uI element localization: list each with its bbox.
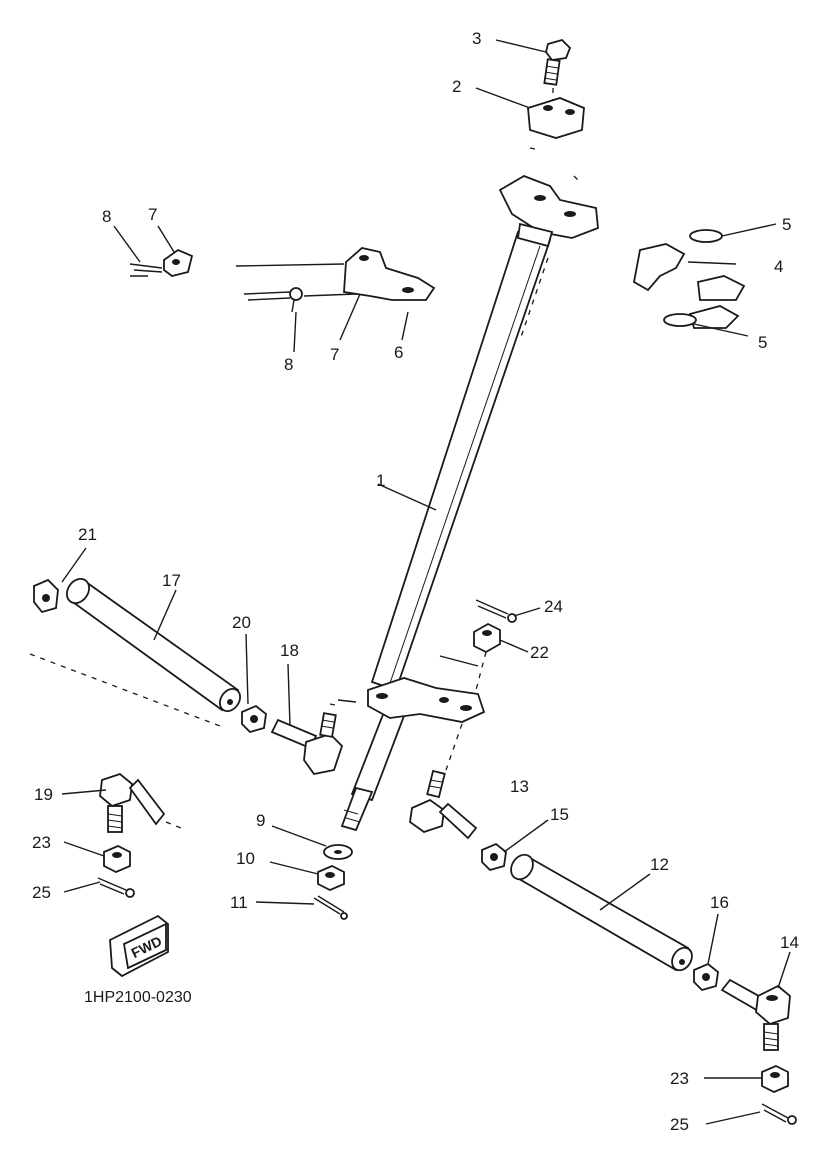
callout-5-lower: 5 [758, 333, 767, 352]
nut-part-10 [317, 865, 345, 891]
callout-17: 17 [162, 571, 181, 590]
callout-19: 19 [34, 785, 53, 804]
washer-part-5-upper [689, 229, 723, 243]
handlebar-clamp-part-2 [527, 97, 585, 139]
callout-7-upper: 7 [148, 205, 157, 224]
guide-line-6-mid [303, 293, 357, 297]
callout-8-upper: 8 [102, 207, 111, 226]
callout-1: 1 [376, 471, 385, 490]
callout-14: 14 [780, 933, 799, 952]
cotter-pin-part-11 [313, 895, 348, 920]
callout-16: 16 [710, 893, 729, 912]
holder-part-6 [343, 247, 436, 301]
cotter-pin-part-25-right [761, 1103, 797, 1125]
callout-12: 12 [650, 855, 669, 874]
pin-part-8-center [243, 287, 303, 313]
steering-column-part-1 [340, 230, 552, 832]
tie-rod-end-part-19 [99, 772, 166, 833]
locknut-part-20 [241, 704, 267, 734]
tie-rod-part-17 [66, 578, 241, 713]
callout-20: 20 [232, 613, 251, 632]
callout-23-right: 23 [670, 1069, 689, 1088]
callout-23-left: 23 [32, 833, 51, 852]
pitman-arm [367, 677, 486, 723]
column-holder-part-4 [632, 243, 746, 329]
bolt-part-3 [543, 38, 572, 86]
callout-13: 13 [510, 777, 529, 796]
tie-rod-end-part-14 [720, 978, 791, 1051]
locknut-part-16 [693, 962, 719, 992]
callout-25-left: 25 [32, 883, 51, 902]
column-top-bracket [498, 175, 599, 248]
callout-25-right: 25 [670, 1115, 689, 1134]
guide-line-6-top [235, 263, 345, 267]
callout-8-lower: 8 [284, 355, 293, 374]
leader-lines [61, 39, 791, 1125]
callout-18: 18 [280, 641, 299, 660]
figure-code: 1HP2100-0230 [84, 989, 192, 1006]
cotter-pin-part-24 [475, 599, 517, 623]
tie-rod-part-12 [510, 853, 693, 972]
dash-left-rod [29, 653, 221, 727]
nut-part-23-right [761, 1065, 789, 1093]
callout-21: 21 [78, 525, 97, 544]
collar-part-7-left [163, 248, 194, 277]
locknut-part-15 [481, 842, 507, 872]
tie-rod-end-part-13 [409, 769, 478, 840]
callout-24: 24 [544, 597, 563, 616]
tie-rod-end-part-18 [270, 712, 344, 775]
cotter-pin-part-25-left [97, 877, 135, 898]
callout-3: 3 [472, 29, 481, 48]
callout-4: 4 [774, 257, 783, 276]
fwd-badge-plate: FWD [109, 914, 169, 978]
callout-22: 22 [530, 643, 549, 662]
callout-5-upper: 5 [782, 215, 791, 234]
callout-9: 9 [256, 811, 265, 830]
callout-6: 6 [394, 343, 403, 362]
callout-11: 11 [230, 893, 248, 912]
washer-part-9 [323, 844, 353, 860]
callout-2: 2 [452, 77, 461, 96]
nut-part-22 [473, 622, 501, 654]
callout-15: 15 [550, 805, 569, 824]
washer-part-5-lower [663, 313, 697, 327]
locknut-part-21 [33, 578, 59, 614]
nut-part-23-left [103, 845, 131, 873]
callout-7-lower: 7 [330, 345, 339, 364]
callout-10: 10 [236, 849, 255, 868]
pin-part-8-left [129, 263, 163, 277]
